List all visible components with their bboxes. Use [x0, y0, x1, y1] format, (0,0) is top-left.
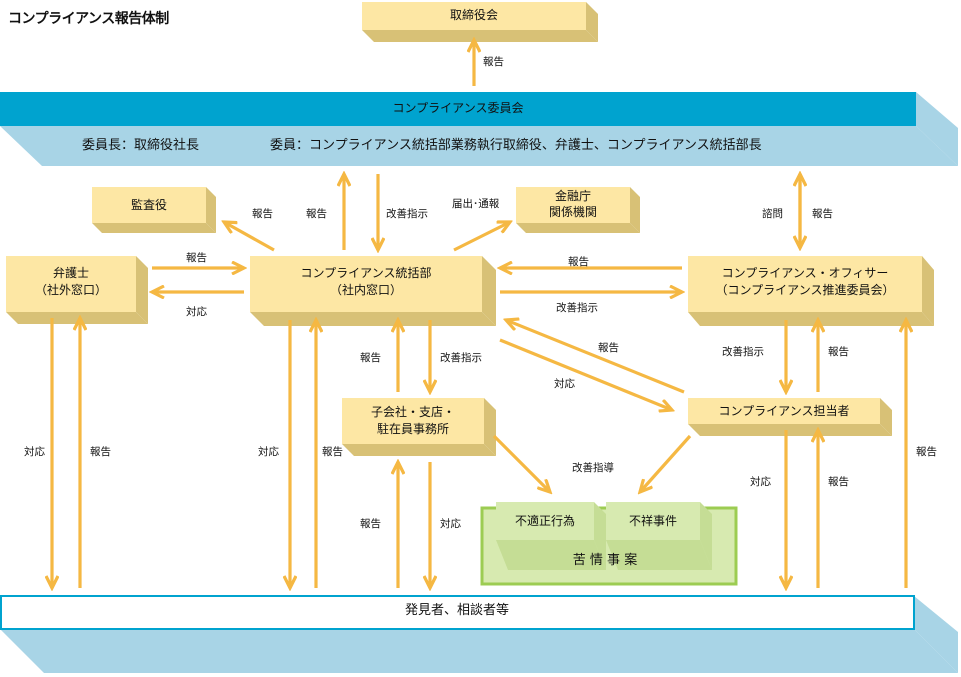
- officer-label-line2: （コンプライアンス推進委員会）: [715, 283, 895, 297]
- dept-label-line2: （社内窓口）: [329, 283, 402, 297]
- edge-label-improve: 改善指示: [440, 352, 482, 364]
- auditor-label: 監査役: [130, 198, 167, 212]
- arrow-manager-to-cases: [640, 434, 692, 492]
- edge-label-report: 報告: [90, 446, 111, 458]
- edge-label-report: 報告: [916, 446, 937, 458]
- manager-box: [688, 398, 892, 436]
- incident-box: [606, 502, 712, 570]
- reporters-block: [0, 595, 958, 673]
- auditor-box: [92, 187, 216, 233]
- edge-label-respond: 対応: [750, 476, 771, 488]
- arrow-dept-to-manager: [499, 338, 672, 410]
- edge-label-report: 報告: [306, 208, 327, 220]
- edge-label-respond: 対応: [554, 378, 575, 390]
- lawyer-label-line2: （社外窓口）: [34, 283, 107, 297]
- misconduct-box: [496, 502, 606, 570]
- manager-label: コンプライアンス担当者: [718, 404, 850, 418]
- incident-label: 不祥事件: [628, 514, 677, 528]
- edge-label-report: 報告: [812, 208, 833, 220]
- committee-chair: 委員長：取締役社長: [82, 138, 200, 153]
- edge-label-report: 報告: [598, 342, 619, 354]
- reporters-label: 発見者、相談者等: [404, 603, 509, 618]
- page-title: コンプライアンス報告体制: [8, 11, 169, 27]
- edge-label-improve: 改善指示: [386, 208, 428, 220]
- arrow-dept-to-fsa: [453, 222, 510, 252]
- committee-members: 委員：コンプライアンス統括部業務執行取締役、弁護士、コンプライアンス統括部長: [270, 138, 762, 153]
- subsidiary-label-line2: 駐在員事務所: [376, 422, 449, 436]
- arrows: [52, 40, 906, 588]
- lawyer-box: [6, 256, 148, 324]
- dept-label-line1: コンプライアンス統括部: [300, 266, 432, 280]
- fsa-label-line1: 金融庁: [554, 189, 591, 203]
- complaint-label: 苦 情 事 案: [572, 553, 638, 568]
- edge-label-report: 報告: [568, 256, 589, 268]
- edge-label-report: 報告: [252, 208, 273, 220]
- edge-label-report: 報告: [322, 446, 343, 458]
- edge-label-consult: 諮問: [762, 208, 783, 220]
- subsidiary-label-line1: 子会社・支店・: [370, 405, 455, 419]
- subsidiary-box: [342, 398, 496, 456]
- fsa-label-line2: 関係機関: [548, 205, 597, 219]
- board-box: [362, 2, 598, 42]
- edge-label-report: 報告: [360, 518, 381, 530]
- edge-label-respond: 対応: [186, 306, 207, 318]
- edge-label-respond: 対応: [258, 446, 279, 458]
- edge-label-notify: 届出･通報: [452, 198, 500, 210]
- edge-label-improve: 改善指示: [722, 346, 764, 358]
- officer-label-line1: コンプライアンス・オフィサー: [721, 266, 889, 280]
- fsa-box: [516, 187, 640, 233]
- edge-label-respond: 対応: [440, 518, 461, 530]
- edge-label-respond: 対応: [24, 446, 45, 458]
- arrow-manager-to-dept: [506, 320, 685, 394]
- edge-label-improve-guide: 改善指導: [572, 462, 614, 474]
- edge-label-improve: 改善指示: [556, 302, 598, 314]
- edge-label-report: 報告: [360, 352, 381, 364]
- misconduct-label: 不適正行為: [514, 514, 575, 528]
- lawyer-label-line1: 弁護士: [52, 266, 89, 280]
- committee-block: [0, 92, 958, 166]
- arrow-subsidiary-to-cases: [492, 434, 550, 492]
- edge-label-report: 報告: [828, 346, 849, 358]
- edge-label-report: 報告: [828, 476, 849, 488]
- edge-label-report: 報告: [186, 252, 207, 264]
- edge-label-report: 報告: [483, 56, 504, 68]
- committee-label: コンプライアンス委員会: [392, 101, 524, 115]
- arrow-dept-to-auditor: [224, 222, 275, 252]
- board-label: 取締役会: [449, 8, 498, 22]
